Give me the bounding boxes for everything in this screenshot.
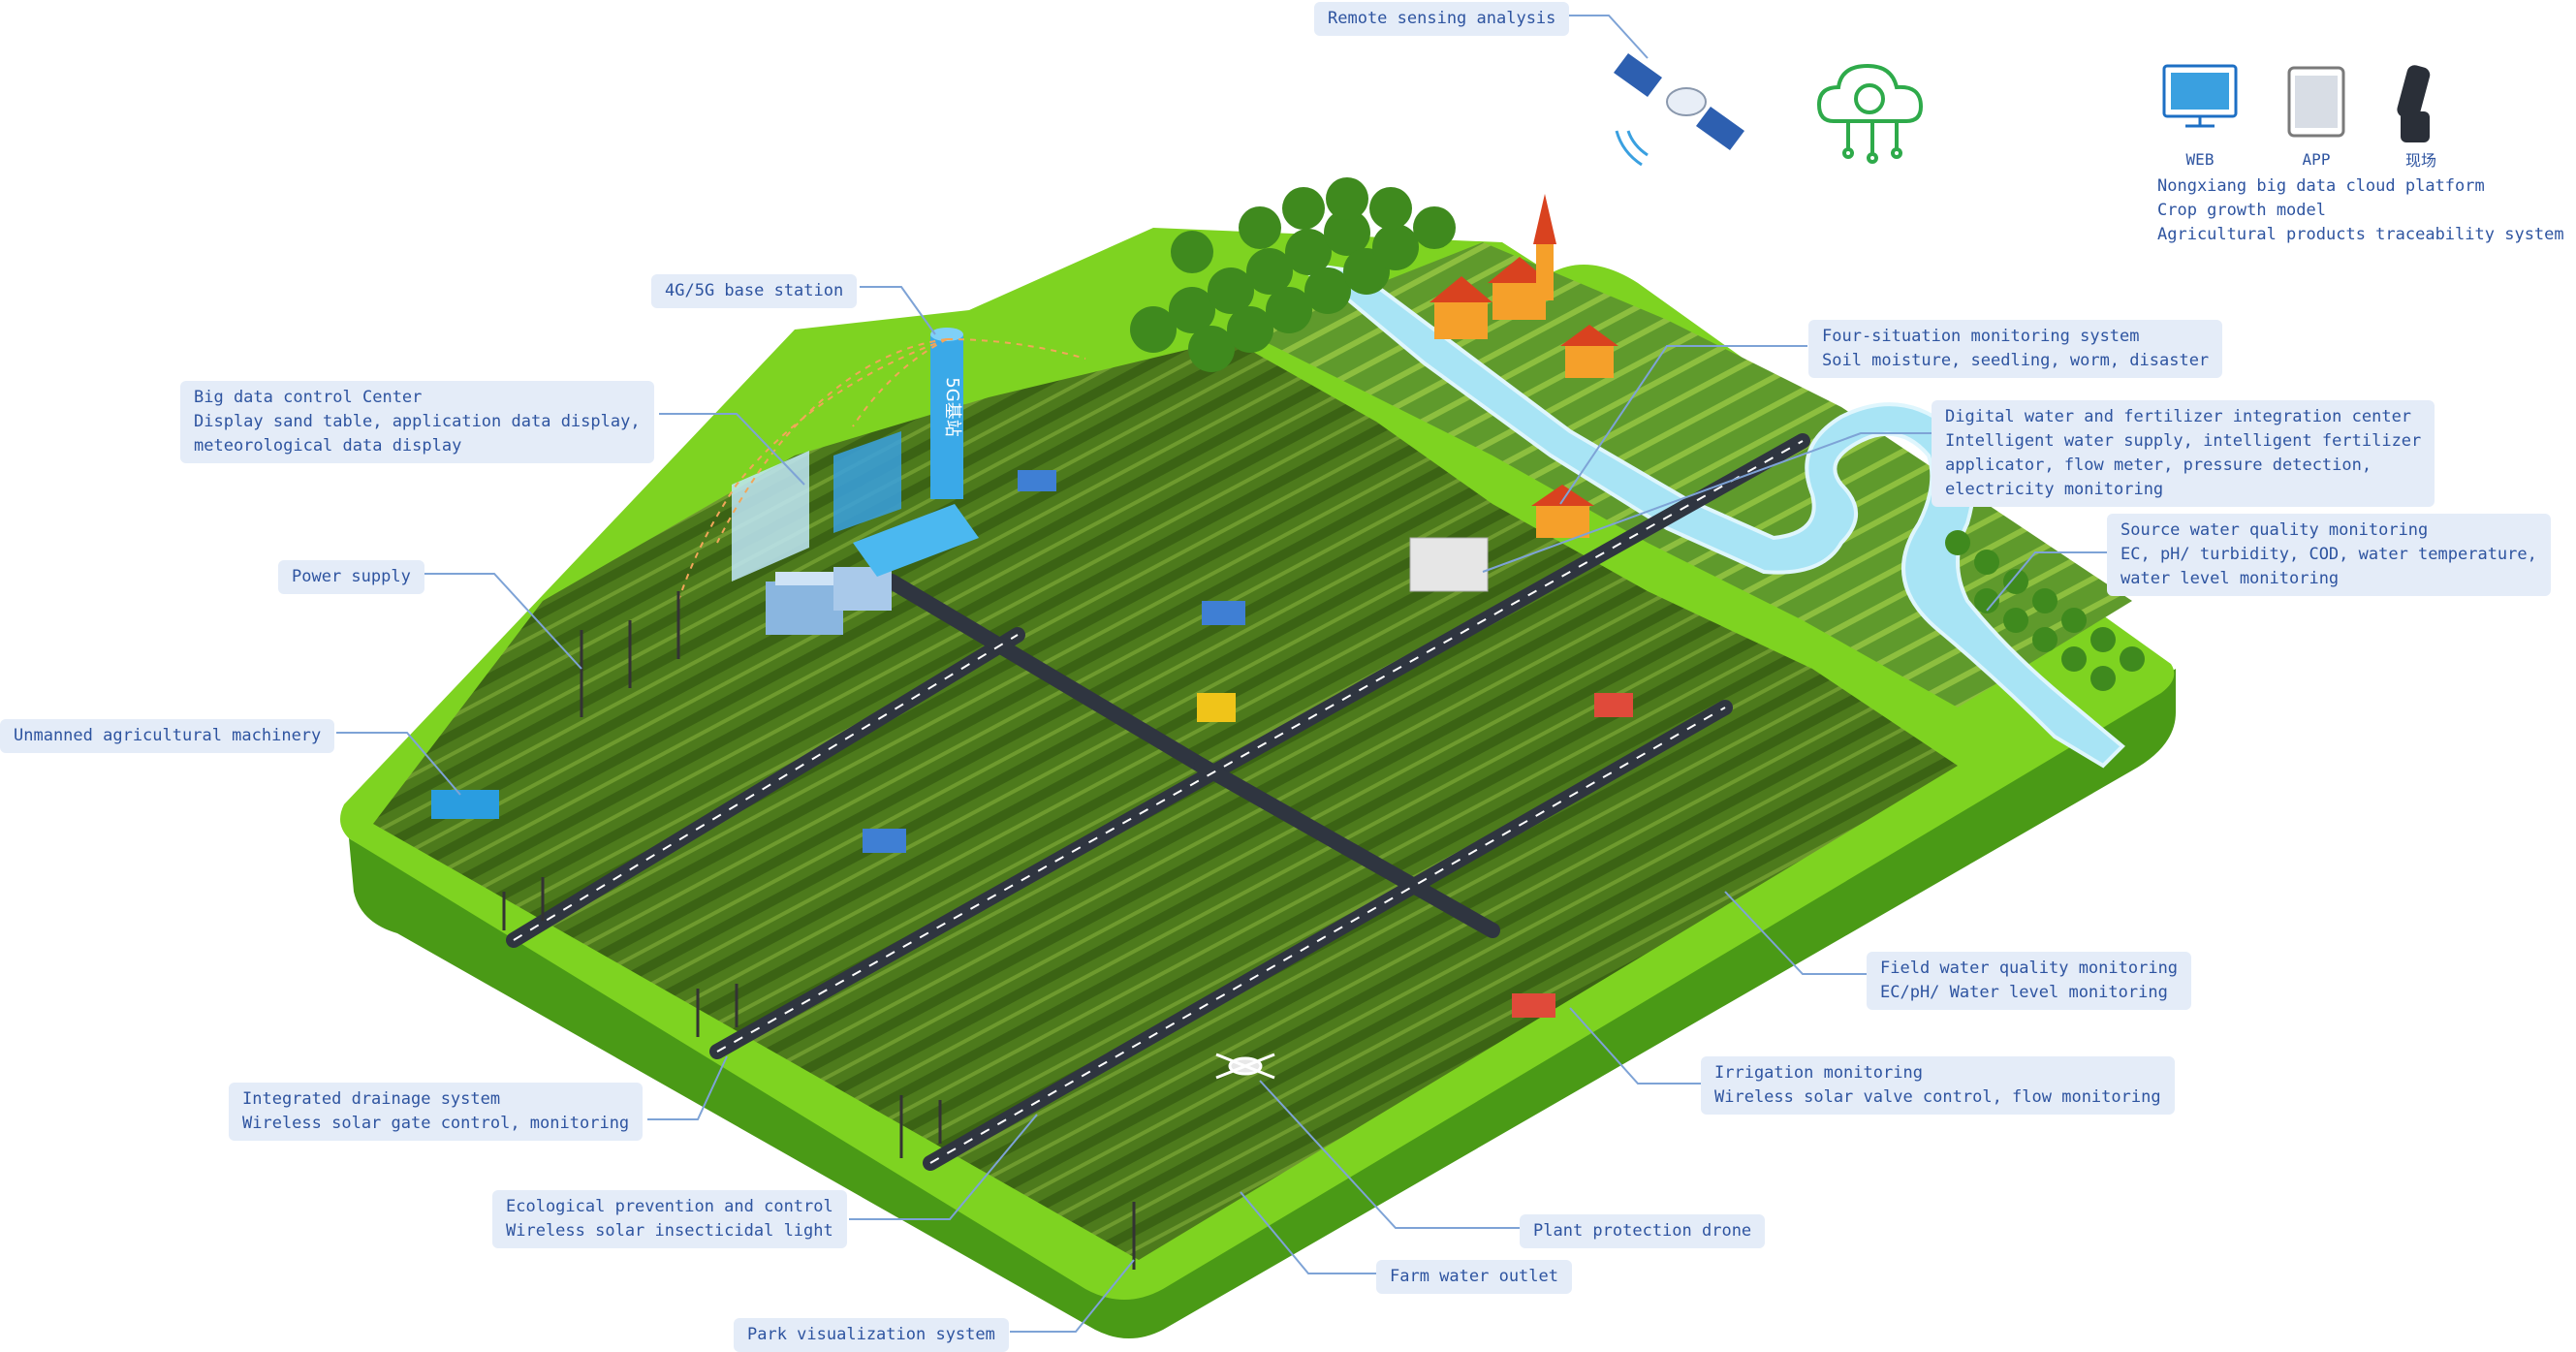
label-line: Source water quality monitoring [2120, 520, 2429, 540]
platform-line: Agricultural products traceability syste… [2157, 225, 2564, 244]
label-line: water level monitoring [2120, 569, 2340, 588]
leader-field-water [1724, 891, 1869, 975]
label-line: Park visualization system [747, 1325, 995, 1344]
label-water-fertilizer: Digital water and fertilizer integration… [1932, 400, 2435, 507]
leader-base-station [860, 286, 936, 335]
label-four-situation: Four-situation monitoring system Soil mo… [1808, 320, 2223, 378]
label-big-data-center: Big data control Center Display sand tab… [180, 381, 654, 463]
leader-power [420, 573, 582, 670]
label-line: Four-situation monitoring system [1822, 327, 2140, 346]
label-line: Intelligent water supply, intelligent fe… [1945, 431, 2422, 451]
label-line: Unmanned agricultural machinery [14, 726, 322, 745]
leader-drainage [647, 1055, 728, 1120]
device-caption-web: WEB [2185, 150, 2215, 169]
farm-houses [1429, 194, 1618, 538]
label-line: meteorological data display [194, 436, 462, 456]
river [1287, 260, 2125, 769]
label-plant-protection-drone: Plant protection drone [1520, 1214, 1766, 1248]
satellite-icon [1614, 53, 1744, 167]
label-line: Farm water outlet [1390, 1267, 1558, 1286]
signal-arcs [677, 338, 1086, 602]
device-caption-onsite: 现场 [2404, 151, 2436, 170]
leader-outlet [1240, 1191, 1389, 1274]
leader-remote-sensing [1566, 15, 1649, 59]
label-line: Field water quality monitoring [1880, 959, 2179, 978]
label-irrigation: Irrigation monitoring Wireless solar val… [1701, 1056, 2175, 1115]
cloud-brain-icon [1816, 63, 1924, 164]
leader-water-fertilizer [1482, 432, 1932, 573]
solar-poles [502, 591, 1136, 1270]
label-line: Plant protection drone [1533, 1221, 1752, 1241]
leader-ecological [849, 1114, 1038, 1220]
leader-big-data [659, 413, 805, 486]
label-line: Integrated drainage system [242, 1089, 501, 1109]
label-line: EC/pH/ Water level monitoring [1880, 983, 2168, 1002]
monitor-icon [2162, 64, 2238, 128]
label-line: 4G/5G base station [665, 281, 844, 300]
label-line: Ecological prevention and control [506, 1197, 833, 1216]
label-line: Wireless solar valve control, flow monit… [1714, 1087, 2161, 1107]
label-remote-sensing: Remote sensing analysis [1314, 2, 1570, 36]
leader-four-situation [1559, 345, 1807, 505]
label-unmanned-machinery: Unmanned agricultural machinery [0, 719, 335, 753]
leader-drone [1259, 1080, 1522, 1229]
leader-machinery [336, 732, 461, 796]
label-line: Digital water and fertilizer integration… [1945, 407, 2412, 426]
label-line: Display sand table, application data dis… [194, 412, 641, 431]
label-drainage: Integrated drainage system Wireless sola… [229, 1083, 644, 1141]
label-field-water-quality: Field water quality monitoring EC/pH/ Wa… [1867, 952, 2192, 1010]
label-line: EC, pH/ turbidity, COD, water temperatur… [2120, 545, 2537, 564]
label-line: Big data control Center [194, 388, 423, 407]
5g-tower [930, 328, 963, 499]
platform-line: Crop growth model [2157, 201, 2326, 220]
label-power-supply: Power supply [278, 560, 424, 594]
machinery [431, 470, 1633, 1018]
label-line: Power supply [292, 567, 411, 586]
device-caption-app: APP [2302, 150, 2331, 169]
handheld-device-icon [2397, 65, 2431, 142]
plant-protection-drone [1215, 1053, 1275, 1080]
label-line: Soil moisture, seedling, worm, disaster [1822, 351, 2210, 370]
leader-park [1010, 1259, 1135, 1333]
label-line: Irrigation monitoring [1714, 1063, 1923, 1083]
label-base-station: 4G/5G base station [651, 274, 858, 308]
tablet-icon [2287, 66, 2345, 138]
platform-line: Nongxiang big data cloud platform [2157, 176, 2485, 196]
label-line: applicator, flow meter, pressure detecti… [1945, 456, 2372, 475]
tower-sign: 5G基站 [942, 377, 962, 436]
label-park-visualization: Park visualization system [734, 1318, 1009, 1352]
water-fertilizer-station [1409, 537, 1489, 592]
label-farm-water-outlet: Farm water outlet [1376, 1260, 1572, 1294]
display-screens [732, 431, 979, 582]
tree-grove [1130, 177, 2145, 691]
leader-source-water [1986, 551, 2107, 612]
platform-description: Nongxiang big data cloud platform Crop g… [2157, 174, 2564, 247]
leader-irrigation [1569, 1007, 1701, 1085]
label-line: electricity monitoring [1945, 480, 2164, 499]
label-line: Wireless solar insecticidal light [506, 1221, 833, 1241]
label-source-water-quality: Source water quality monitoring EC, pH/ … [2107, 514, 2551, 596]
label-line: Remote sensing analysis [1328, 9, 1556, 28]
label-ecological: Ecological prevention and control Wirele… [492, 1190, 847, 1248]
label-line: Wireless solar gate control, monitoring [242, 1114, 630, 1133]
